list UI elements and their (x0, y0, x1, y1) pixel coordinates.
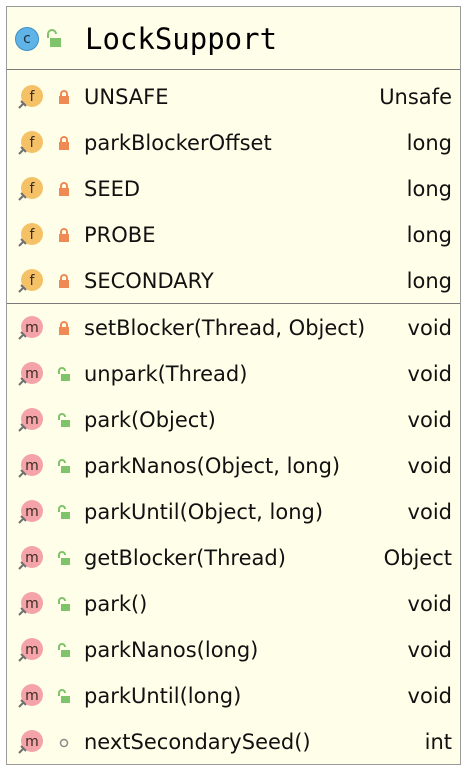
field-name: SECONDARY (84, 269, 214, 293)
method-name: unpark(Thread) (84, 362, 248, 386)
svg-text:m: m (25, 366, 39, 382)
method-icon: m (18, 362, 43, 386)
method-name: parkNanos(long) (84, 638, 259, 662)
svg-text:f: f (30, 227, 36, 243)
method-icon: m (18, 454, 43, 478)
lock-open-icon (58, 505, 70, 519)
method-type: int (424, 730, 452, 754)
svg-text:m: m (25, 320, 39, 336)
method-type: void (407, 362, 452, 386)
method-type: void (407, 454, 452, 478)
lock-closed-icon (59, 136, 69, 150)
method-icon: m (18, 408, 43, 432)
method-row: m getBlocker(Thread) Object (7, 535, 460, 581)
lock-closed-icon (59, 274, 69, 288)
svg-text:m: m (25, 550, 39, 566)
lock-open-icon (58, 367, 70, 381)
lock-open-icon (58, 459, 70, 473)
method-row: m park() void (7, 581, 460, 627)
svg-text:f: f (30, 181, 36, 197)
svg-text:f: f (30, 135, 36, 151)
field-icon: f (18, 177, 43, 201)
field-row: f parkBlockerOffset long (7, 120, 460, 166)
method-icon: m (18, 684, 43, 708)
method-name: getBlocker(Thread) (84, 546, 286, 570)
method-name: parkNanos(Object, long) (84, 454, 341, 478)
header-divider (7, 69, 460, 70)
field-row: f SECONDARY long (7, 258, 460, 304)
field-icon: f (18, 85, 43, 109)
method-type: void (407, 408, 452, 432)
svg-text:m: m (25, 412, 39, 428)
lock-open-icon (58, 551, 70, 565)
field-icon: f (18, 131, 43, 155)
method-name: park(Object) (84, 408, 216, 432)
field-row: f UNSAFE Unsafe (7, 74, 460, 120)
lock-open-icon (58, 643, 70, 657)
circle-icon (59, 738, 69, 748)
method-icon: m (18, 316, 43, 340)
method-icon: m (18, 730, 43, 754)
lock-closed-icon (59, 90, 69, 104)
field-type: long (406, 269, 452, 293)
method-row: m parkNanos(long) void (7, 627, 460, 673)
uml-class-box: c LockSupport f UNSAFE Unsafe f parkBlockerO… (6, 6, 461, 765)
field-name: PROBE (84, 223, 156, 247)
method-name: parkUntil(Object, long) (84, 500, 324, 524)
method-icon: m (18, 500, 43, 524)
svg-text:m: m (25, 688, 39, 704)
method-row: m unpark(Thread) void (7, 351, 460, 397)
class-icon: c (15, 27, 39, 51)
lock-open-icon (47, 29, 61, 47)
field-type: long (406, 131, 452, 155)
field-type: long (406, 223, 452, 247)
method-name: nextSecondarySeed() (84, 730, 311, 754)
svg-text:m: m (25, 734, 39, 750)
method-icon: m (18, 638, 43, 662)
method-type: void (407, 638, 452, 662)
svg-text:m: m (25, 458, 39, 474)
field-icon: f (18, 223, 43, 247)
lock-open-icon (58, 413, 70, 427)
method-name: setBlocker(Thread, Object) (84, 316, 366, 340)
method-row: m parkNanos(Object, long) void (7, 443, 460, 489)
method-type: void (407, 684, 452, 708)
method-type: Object (383, 546, 452, 570)
svg-text:f: f (30, 273, 36, 289)
field-type: Unsafe (379, 85, 452, 109)
method-icon: m (18, 546, 43, 570)
method-type: void (407, 592, 452, 616)
method-row: m park(Object) void (7, 397, 460, 443)
lock-closed-icon (59, 321, 69, 335)
svg-text:m: m (25, 642, 39, 658)
method-name: parkUntil(long) (84, 684, 242, 708)
field-row: f SEED long (7, 166, 460, 212)
method-row: m parkUntil(Object, long) void (7, 489, 460, 535)
lock-open-icon (58, 689, 70, 703)
lock-closed-icon (59, 228, 69, 242)
class-header: c LockSupport (7, 7, 460, 69)
svg-text:m: m (25, 596, 39, 612)
method-type: void (407, 500, 452, 524)
method-row: m nextSecondarySeed() int (7, 719, 460, 765)
method-icon: m (18, 592, 43, 616)
field-icon: f (18, 269, 43, 293)
field-name: parkBlockerOffset (84, 131, 272, 155)
field-name: UNSAFE (84, 85, 169, 109)
field-name: SEED (84, 177, 141, 201)
svg-text:f: f (30, 89, 36, 105)
lock-closed-icon (59, 182, 69, 196)
method-type: void (407, 316, 452, 340)
lock-open-icon (58, 597, 70, 611)
method-row: m setBlocker(Thread, Object) void (7, 305, 460, 351)
fields-divider (7, 303, 460, 304)
svg-text:m: m (25, 504, 39, 520)
field-type: long (406, 177, 452, 201)
field-row: f PROBE long (7, 212, 460, 258)
method-row: m parkUntil(long) void (7, 673, 460, 719)
class-name: LockSupport (85, 22, 278, 56)
method-name: park() (84, 592, 148, 616)
